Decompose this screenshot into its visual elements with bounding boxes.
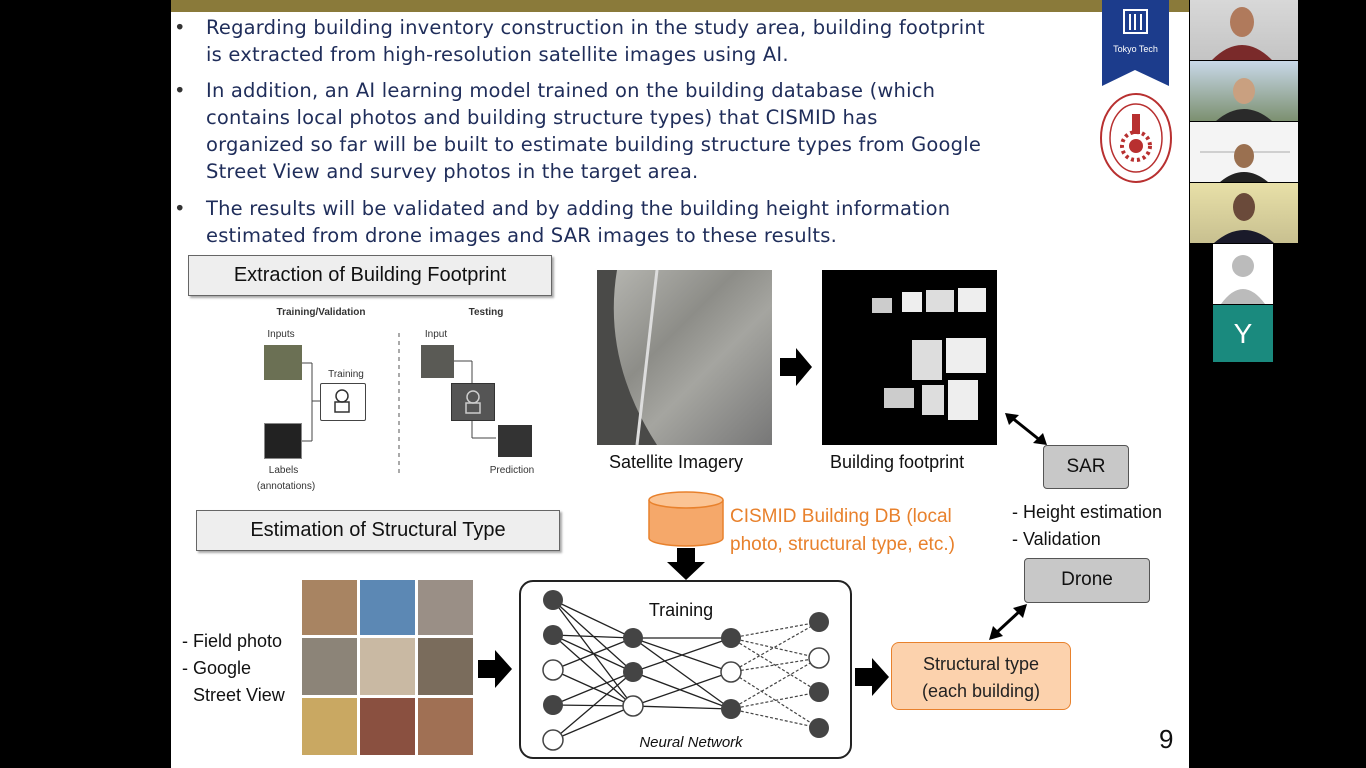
extraction-footprint-title: Extraction of Building Footprint xyxy=(188,255,552,296)
bullet-2-line-1: In addition, an AI learning model traine… xyxy=(206,79,936,102)
annotations-label: (annotations) xyxy=(256,481,316,492)
photo-thumbnail xyxy=(360,580,415,635)
participant-video[interactable] xyxy=(1190,122,1298,182)
db-line-1: CISMID Building DB (local xyxy=(730,506,952,527)
bullet-2-line-3: organized so far will be built to estima… xyxy=(206,133,982,156)
participants-panel: Y xyxy=(1189,0,1366,768)
bullet-1-line-1: Regarding building inventory constructio… xyxy=(206,16,985,39)
prediction-thumbnail xyxy=(498,425,532,457)
satellite-image xyxy=(597,269,772,446)
right-arrow-icon xyxy=(780,348,812,391)
photo-thumbnail xyxy=(302,638,357,695)
bullet-1-line-2: is extracted from high-resolution satell… xyxy=(206,43,789,66)
nn-training-label: Training xyxy=(641,600,721,621)
participant-initial-tile[interactable]: Y xyxy=(1213,305,1273,362)
structural-type-title: Estimation of Structural Type xyxy=(196,510,560,551)
photo-sources: - Field photo - Google Street View xyxy=(182,628,285,709)
presentation-slide: • Regarding building inventory construct… xyxy=(171,0,1189,768)
google-label: - Google xyxy=(182,658,252,678)
labels-thumbnail xyxy=(264,423,302,459)
bullet-marker: • xyxy=(174,197,186,220)
input-aerial-thumbnail xyxy=(264,345,302,380)
photo-grid xyxy=(302,580,473,755)
satellite-caption: Satellite Imagery xyxy=(609,452,744,472)
db-line-2: photo, structural type, etc.) xyxy=(730,534,955,555)
slide-top-bar xyxy=(171,0,1189,12)
training-validation-label: Training/Validation xyxy=(276,307,366,318)
footprint-caption: Building footprint xyxy=(830,452,965,472)
bullet-2: • In addition, an AI learning model trai… xyxy=(174,77,1106,185)
photo-thumbnail xyxy=(418,580,473,635)
bullet-3-line-1: The results will be validated and by add… xyxy=(206,197,951,220)
height-estimation-label: - Height estimation xyxy=(1012,502,1163,522)
right-arrow-icon xyxy=(478,650,512,693)
neural-network-diagram xyxy=(542,590,830,751)
right-arrow-icon xyxy=(855,658,889,701)
footprint-image xyxy=(822,270,997,445)
street-view-label: Street View xyxy=(193,685,285,705)
bullet-marker: • xyxy=(174,16,186,39)
field-photo-label: - Field photo xyxy=(182,631,283,651)
participant-video[interactable] xyxy=(1190,61,1298,121)
structural-type-line-2: (each building) xyxy=(921,681,1041,701)
nn-label: Neural Network xyxy=(639,734,743,751)
robot-icon xyxy=(320,383,366,421)
participant-video[interactable] xyxy=(1190,183,1298,243)
database-icon xyxy=(647,490,725,553)
bullet-2-line-4: Street View and survey photos in the tar… xyxy=(206,160,699,183)
robot-test-icon xyxy=(451,383,495,421)
bullet-3-line-2: estimated from drone images and SAR imag… xyxy=(206,224,837,247)
bullet-2-line-2: contains local photos and building struc… xyxy=(206,106,878,129)
structural-type-box: Structural type (each building) xyxy=(891,642,1071,710)
labels-label: Labels xyxy=(268,465,299,476)
validation-label: - Validation xyxy=(1012,529,1101,549)
testing-label: Testing xyxy=(468,307,504,318)
tokyo-tech-logo: Tokyo Tech xyxy=(1102,0,1169,86)
prediction-label: Prediction xyxy=(489,465,535,476)
photo-thumbnail xyxy=(302,698,357,755)
input-label: Input xyxy=(424,329,448,340)
photo-thumbnail xyxy=(418,698,473,755)
photo-thumbnail xyxy=(360,698,415,755)
training-step-label: Training xyxy=(328,369,364,380)
db-description: CISMID Building DB (local photo, structu… xyxy=(730,503,955,559)
page-number: 9 xyxy=(1159,724,1174,754)
logo-text: Tokyo Tech xyxy=(1113,44,1158,54)
photo-thumbnail xyxy=(360,638,415,695)
test-input-thumbnail xyxy=(421,345,454,378)
bullet-marker: • xyxy=(174,79,186,102)
double-arrow-icon xyxy=(1005,413,1047,450)
uni-seal-logo xyxy=(1099,92,1173,184)
participant-avatar-placeholder[interactable] xyxy=(1213,244,1273,304)
photo-thumbnail xyxy=(302,580,357,635)
drone-box: Drone xyxy=(1024,558,1150,603)
down-arrow-icon xyxy=(667,548,705,585)
bullet-1: • Regarding building inventory construct… xyxy=(174,14,1106,68)
training-testing-diagram: Training/Validation Testing Inputs Input… xyxy=(246,305,566,495)
double-arrow-icon xyxy=(989,604,1027,645)
inputs-label: Inputs xyxy=(267,329,295,340)
neural-network-box: Training Neural Network xyxy=(519,580,852,759)
participant-video[interactable] xyxy=(1190,0,1298,60)
structural-type-line-1: Structural type xyxy=(922,654,1040,674)
bullet-3: • The results will be validated and by a… xyxy=(174,195,1106,249)
photo-thumbnail xyxy=(418,638,473,695)
sar-box: SAR xyxy=(1043,445,1129,489)
